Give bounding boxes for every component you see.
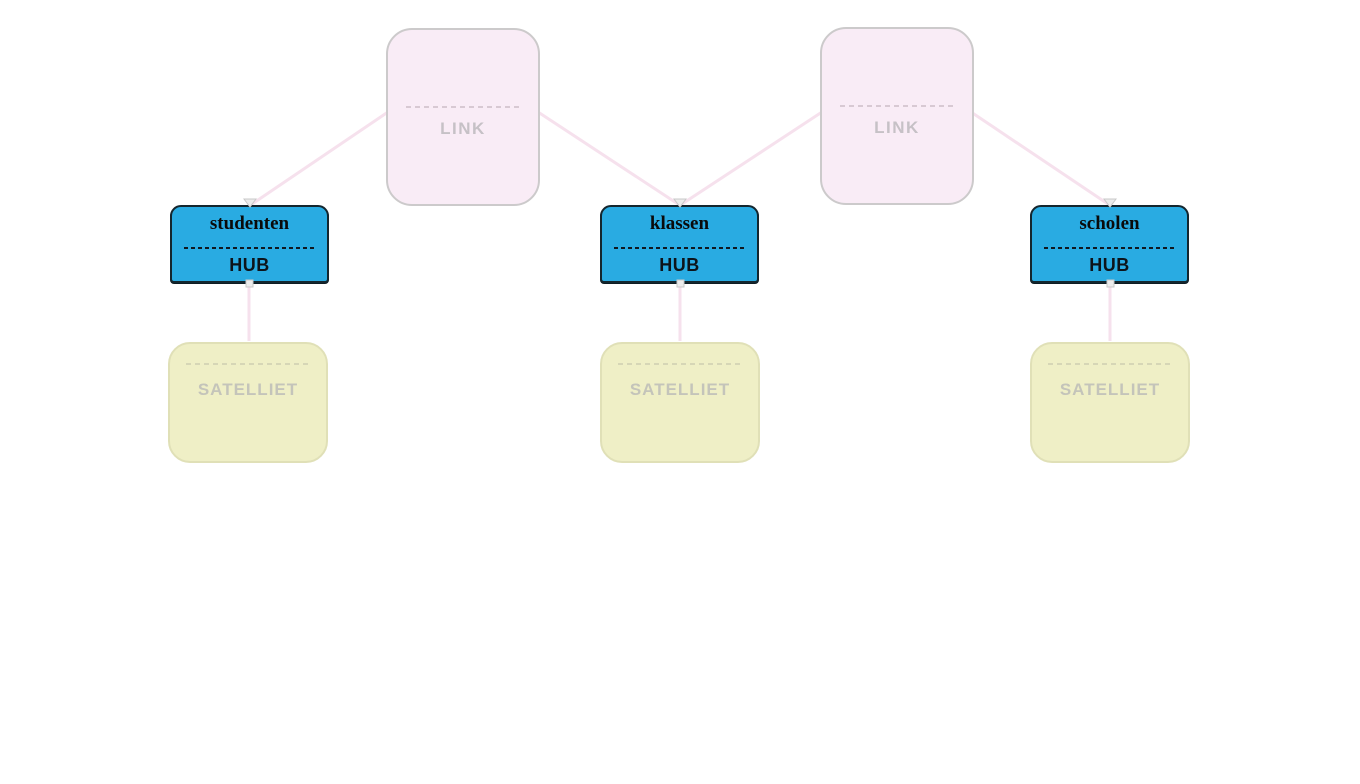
satellite-type-label: SATELLIET [1059, 380, 1161, 399]
hub-name: scholen [1079, 213, 1140, 234]
satellite-node-3: SATELLIET [1030, 342, 1190, 463]
link-divider [840, 105, 954, 107]
edge-link2-hub-klassen [681, 110, 823, 206]
edge-link1-hub-klassen [537, 110, 679, 206]
hub-node-klassen: klassen HUB [600, 205, 759, 283]
edge-link2-hub-scholen [970, 110, 1109, 206]
hub-node-scholen: scholen HUB [1030, 205, 1189, 283]
hub-name: klassen [649, 213, 710, 234]
satellite-type-label: SATELLIET [197, 380, 299, 399]
link-type-label: LINK [874, 118, 920, 137]
link-node-1: LINK [386, 28, 540, 206]
satellite-type-label: SATELLIET [629, 380, 731, 399]
hub-node-studenten: studenten HUB [170, 205, 329, 283]
edge-link1-hub-studenten [251, 110, 389, 206]
hub-divider [184, 247, 315, 249]
satellite-divider [186, 363, 310, 365]
hub-divider [614, 247, 745, 249]
link-node-2: LINK [820, 27, 974, 205]
hub-type-label: HUB [229, 255, 270, 275]
satellite-divider [1048, 363, 1172, 365]
link-divider [406, 106, 520, 108]
hub-type-label: HUB [659, 255, 700, 275]
satellite-node-2: SATELLIET [600, 342, 760, 463]
hub-divider [1044, 247, 1175, 249]
hub-name: studenten [209, 213, 290, 234]
satellite-node-1: SATELLIET [168, 342, 328, 463]
satellite-divider [618, 363, 742, 365]
hub-type-label: HUB [1089, 255, 1130, 275]
link-type-label: LINK [440, 119, 486, 138]
